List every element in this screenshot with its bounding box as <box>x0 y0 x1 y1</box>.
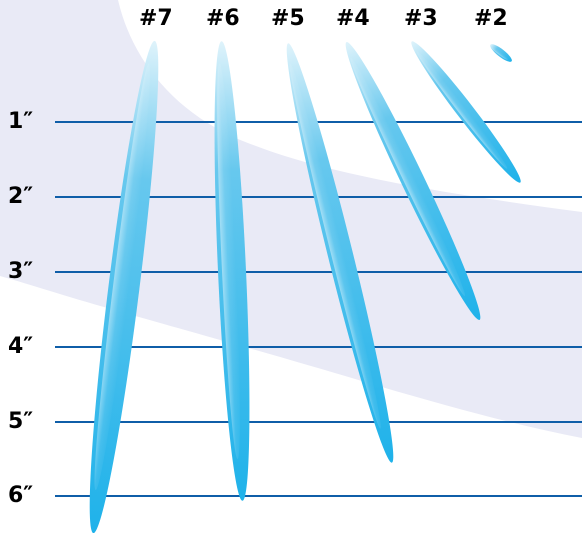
brush-stroke-2 <box>490 44 512 62</box>
brush-label-6: #6 <box>206 6 240 31</box>
inch-label-6: 6″ <box>8 483 33 508</box>
brush-stroke-6 <box>214 41 250 501</box>
brush-stroke-3 <box>411 41 521 183</box>
brush-label-7: #7 <box>139 6 173 31</box>
inch-label-3: 3″ <box>8 259 33 284</box>
inch-label-1: 1″ <box>8 109 33 134</box>
brush-strokes <box>89 40 521 533</box>
brush-label-2: #2 <box>474 6 508 31</box>
inch-label-4: 4″ <box>8 334 33 359</box>
inch-labels: 1″ 2″ 3″ 4″ 5″ 6″ <box>8 109 33 508</box>
brush-stroke-4 <box>345 42 481 320</box>
brush-label-4: #4 <box>336 6 370 31</box>
brush-label-3: #3 <box>404 6 438 31</box>
brush-stroke-7 <box>89 40 159 533</box>
brush-label-5: #5 <box>271 6 305 31</box>
inch-label-5: 5″ <box>8 409 33 434</box>
brush-stroke-5 <box>286 43 394 463</box>
brush-labels: #7 #6 #5 #4 #3 #2 <box>139 6 508 31</box>
inch-label-2: 2″ <box>8 184 33 209</box>
